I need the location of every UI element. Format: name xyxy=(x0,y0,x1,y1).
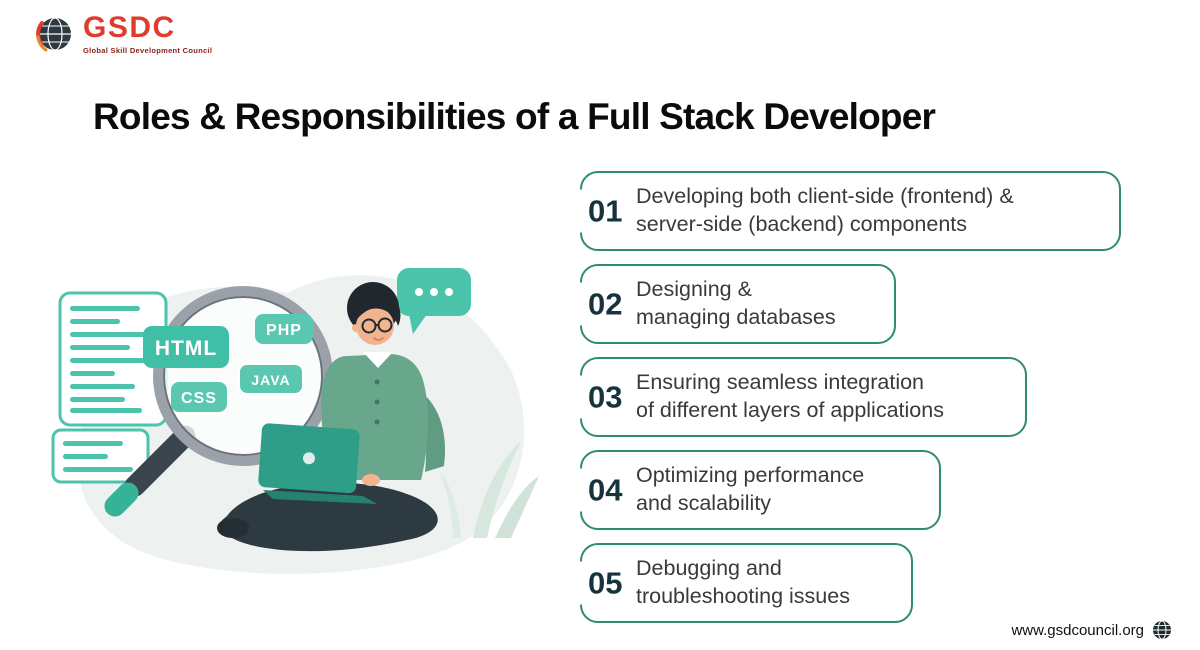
item-text: Optimizing performance and scalability xyxy=(636,462,864,518)
website-link[interactable]: www.gsdcouncil.org xyxy=(1011,621,1144,639)
brand-logo: GSDC Global Skill Development Council xyxy=(34,13,212,55)
tag-php: PHP xyxy=(255,314,313,344)
item-text-line: Developing both client-side (frontend) & xyxy=(636,184,1014,209)
item-text-line: Designing & xyxy=(636,277,752,302)
developer-figure xyxy=(217,282,446,552)
globe-icon xyxy=(1153,620,1171,640)
brand-globe-icon xyxy=(36,17,71,52)
item-number: 01 xyxy=(579,189,629,233)
responsibility-item-5: 05 Debugging and troubleshooting issues xyxy=(579,543,913,623)
tag-php-label: PHP xyxy=(266,322,302,339)
tag-html: HTML xyxy=(143,326,229,368)
item-text-line: Debugging and xyxy=(636,556,782,581)
developer-illustration: HTML PHP JAVA CSS xyxy=(25,238,565,623)
code-block-icon xyxy=(58,291,168,427)
tag-css-label: CSS xyxy=(181,390,217,407)
item-text-line: server-side (backend) components xyxy=(636,212,968,236)
responsibility-item-4: 04 Optimizing performance and scalabilit… xyxy=(579,450,941,530)
footer: www.gsdcouncil.org xyxy=(1011,620,1172,640)
brand-tagline: Global Skill Development Council xyxy=(83,46,213,55)
responsibility-item-3: 03 Ensuring seamless integration of diff… xyxy=(579,357,1027,437)
item-text-line: troubleshooting issues xyxy=(636,584,850,608)
brand-name: GSDC xyxy=(83,11,176,44)
speech-bubble-icon xyxy=(397,268,471,334)
page-title: Roles & Responsibilities of a Full Stack… xyxy=(93,96,936,137)
item-number: 03 xyxy=(579,375,629,419)
responsibility-item-1: 01 Developing both client-side (frontend… xyxy=(579,171,1121,251)
tag-java: JAVA xyxy=(238,363,304,395)
leaves-decoration xyxy=(439,441,539,538)
code-block-icon xyxy=(51,428,150,484)
item-text-line: and scalability xyxy=(636,491,772,515)
item-text: Debugging and troubleshooting issues xyxy=(636,555,850,611)
tag-java-label: JAVA xyxy=(251,372,290,388)
item-text: Ensuring seamless integration of differe… xyxy=(636,369,944,425)
item-number: 02 xyxy=(579,282,629,326)
item-text-line: Optimizing performance xyxy=(636,463,865,488)
item-number: 05 xyxy=(579,561,629,605)
item-text: Designing & managing databases xyxy=(636,276,836,332)
item-text-line: managing databases xyxy=(636,305,836,329)
tag-css: CSS xyxy=(171,382,227,412)
responsibility-item-2: 02 Designing & managing databases xyxy=(579,264,896,344)
item-text: Developing both client-side (frontend) &… xyxy=(636,183,1014,239)
tag-html-label: HTML xyxy=(155,337,217,360)
item-number: 04 xyxy=(579,468,629,512)
item-text-line: Ensuring seamless integration xyxy=(636,370,925,395)
item-text-line: of different layers of applications xyxy=(636,398,944,422)
responsibilities-list: 01 Developing both client-side (frontend… xyxy=(579,171,1121,623)
